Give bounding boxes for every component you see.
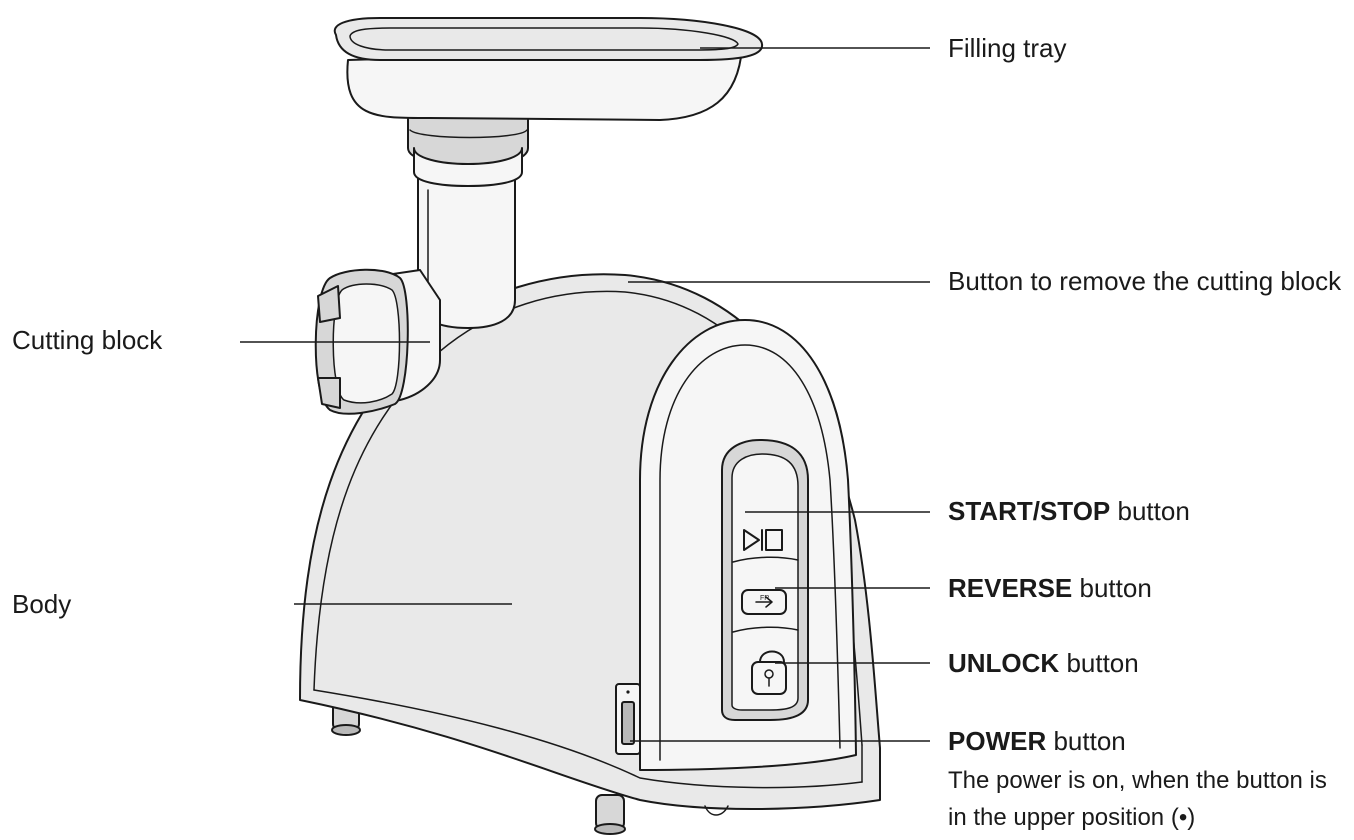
label-unlock-bold: UNLOCK — [948, 648, 1060, 678]
label-start-stop-bold: START/STOP — [948, 496, 1111, 526]
unlock-padlock-icon — [751, 650, 787, 695]
label-unlock: UNLOCK button — [948, 644, 1139, 682]
filling-tray — [333, 17, 764, 121]
label-power: POWER button — [948, 722, 1126, 760]
label-power-bold: POWER — [948, 726, 1047, 756]
label-reverse-rest: button — [1072, 573, 1152, 603]
label-cutting-block: Cutting block — [12, 325, 163, 355]
leader-lines — [240, 47, 930, 742]
reverse-arrow-icon: FR — [741, 589, 787, 615]
play-pause-icon — [743, 529, 783, 551]
control-panel: FR — [721, 439, 809, 721]
label-body: Body — [12, 589, 72, 619]
label-power-rest: button — [1046, 726, 1126, 756]
label-unlock-rest: button — [1059, 648, 1139, 678]
label-filling-tray: Filling tray — [948, 33, 1067, 63]
label-remove-button: Button to remove the cutting block — [948, 266, 1342, 296]
label-start-stop: START/STOP button — [948, 492, 1190, 530]
label-start-stop-rest: button — [1110, 496, 1190, 526]
svg-text:FR: FR — [760, 595, 769, 602]
power-switch — [615, 683, 641, 755]
label-reverse: REVERSE button — [948, 569, 1152, 607]
label-reverse-bold: REVERSE — [948, 573, 1073, 603]
label-power-note: The power is on, when the button is in t… — [948, 767, 1327, 831]
